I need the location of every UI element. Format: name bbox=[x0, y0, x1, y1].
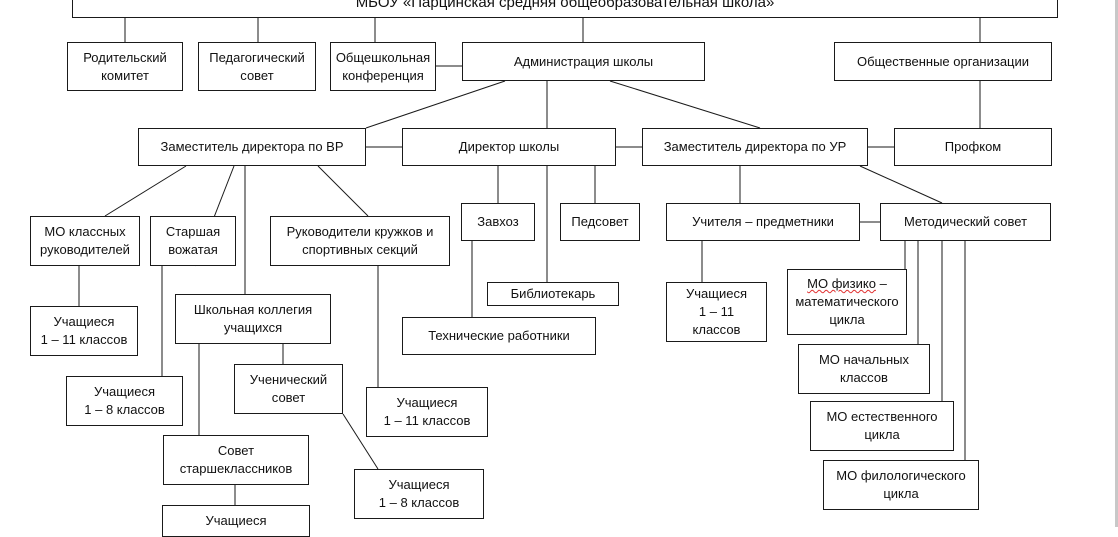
node-methodical-council: Методический совет bbox=[880, 203, 1051, 241]
node-librarian: Библиотекарь bbox=[487, 282, 619, 306]
node-deputy-ur: Заместитель директора по УР bbox=[642, 128, 868, 166]
node-mo-philology: МО филологического цикла bbox=[823, 460, 979, 510]
node-director: Директор школы bbox=[402, 128, 616, 166]
node-trade-union: Профком bbox=[894, 128, 1052, 166]
connector-line bbox=[317, 165, 369, 217]
node-club-leaders: Руководители кружков и спортивных секций bbox=[270, 216, 450, 266]
node-students-collegium: Школьная коллегия учащихся bbox=[175, 294, 331, 344]
node-students-1-8-b: Учащиеся 1 – 8 классов bbox=[354, 469, 484, 519]
node-senior-counselor: Старшая вожатая bbox=[150, 216, 236, 266]
node-technical-staff: Технические работники bbox=[402, 317, 596, 355]
node-administration: Администрация школы bbox=[462, 42, 705, 81]
node-pedagogical-council-top: Педагогический совет bbox=[198, 42, 316, 91]
school-title: МБОУ «Парцинская средняя общеобразовател… bbox=[72, 0, 1058, 18]
node-ped-council: Педсовет bbox=[560, 203, 640, 241]
node-students-1-11-b: Учащиеся 1 – 11 классов bbox=[666, 282, 767, 342]
node-supply-manager: Завхоз bbox=[461, 203, 535, 241]
spellcheck-underline: МО физико bbox=[807, 276, 876, 291]
node-parents-committee: Родительский комитет bbox=[67, 42, 183, 91]
node-mo-class-teachers: МО классных руководителей bbox=[30, 216, 140, 266]
node-mo-primary: МО начальных классов bbox=[798, 344, 930, 394]
node-public-orgs: Общественные организации bbox=[834, 42, 1052, 81]
node-students-1-11-a: Учащиеся 1 – 11 классов bbox=[30, 306, 138, 356]
node-students-1-8-a: Учащиеся 1 – 8 классов bbox=[66, 376, 183, 426]
window-edge bbox=[1115, 0, 1118, 527]
node-mo-physics-math: МО физико – математического цикла bbox=[787, 269, 907, 335]
connector-line bbox=[609, 80, 761, 129]
node-student-council: Ученический совет bbox=[234, 364, 343, 414]
connector-line bbox=[342, 413, 379, 470]
node-students-bottom: Учащиеся bbox=[162, 505, 310, 537]
connector-line bbox=[859, 165, 943, 204]
node-subject-teachers: Учителя – предметники bbox=[666, 203, 860, 241]
node-students-1-11-c: Учащиеся 1 – 11 классов bbox=[366, 387, 488, 437]
connector-line bbox=[104, 165, 187, 217]
node-deputy-vr: Заместитель директора по ВР bbox=[138, 128, 366, 166]
connector-line bbox=[365, 80, 506, 129]
node-mo-natural: МО естественного цикла bbox=[810, 401, 954, 451]
node-senior-students-council: Совет старшеклассников bbox=[163, 435, 309, 485]
node-school-conference: Общешкольная конференция bbox=[330, 42, 436, 91]
